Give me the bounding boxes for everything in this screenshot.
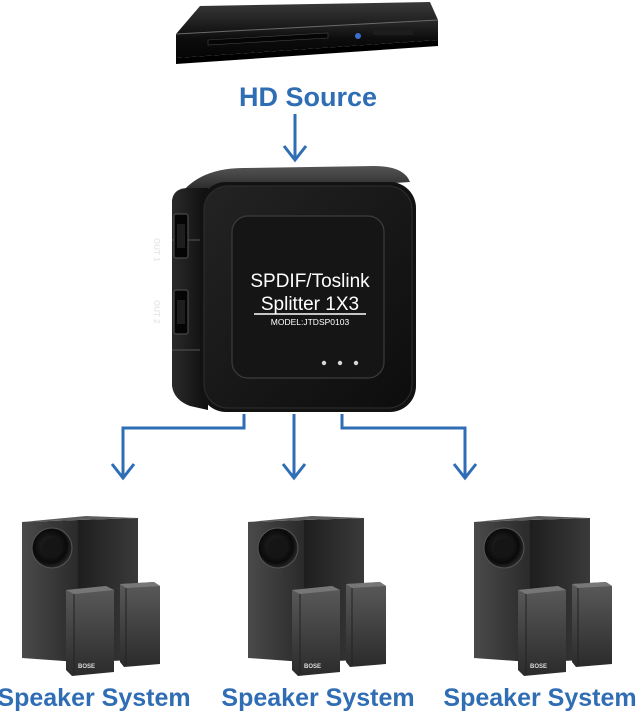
status-led-2 [337,360,343,366]
speaker-label-3: Speaker System [443,684,637,712]
speaker-system-3: BOSE [474,516,612,676]
bose-logo: BOSE [530,664,547,670]
port-label-out-2: OUT 2 [152,300,161,324]
speaker-label-1: Speaker System [0,684,191,712]
splitter-model: MODEL:JTDSP0103 [271,317,350,327]
speaker-system-1: BOSE [22,516,160,676]
bose-logo: BOSE [304,664,321,670]
blu-ray-player [175,2,439,64]
source-to-splitter-arrow [282,114,308,163]
port-label-out-1: OUT 1 [152,238,161,262]
speaker-system-2: BOSE [248,516,386,676]
status-led-3 [353,360,359,366]
splitter-title-line2: Splitter 1X3 [261,294,359,315]
splitter-to-speakers-arrows [110,414,478,481]
spdif-splitter-device: SPDIF/Toslink Splitter 1X3 MODEL:JTDSP01… [172,166,416,412]
hd-source-label: HD Source [238,82,378,112]
splitter-title-line1: SPDIF/Toslink [250,271,370,292]
bose-logo: BOSE [78,664,95,670]
status-led-1 [321,360,327,366]
speaker-label-2: Speaker System [221,684,415,712]
